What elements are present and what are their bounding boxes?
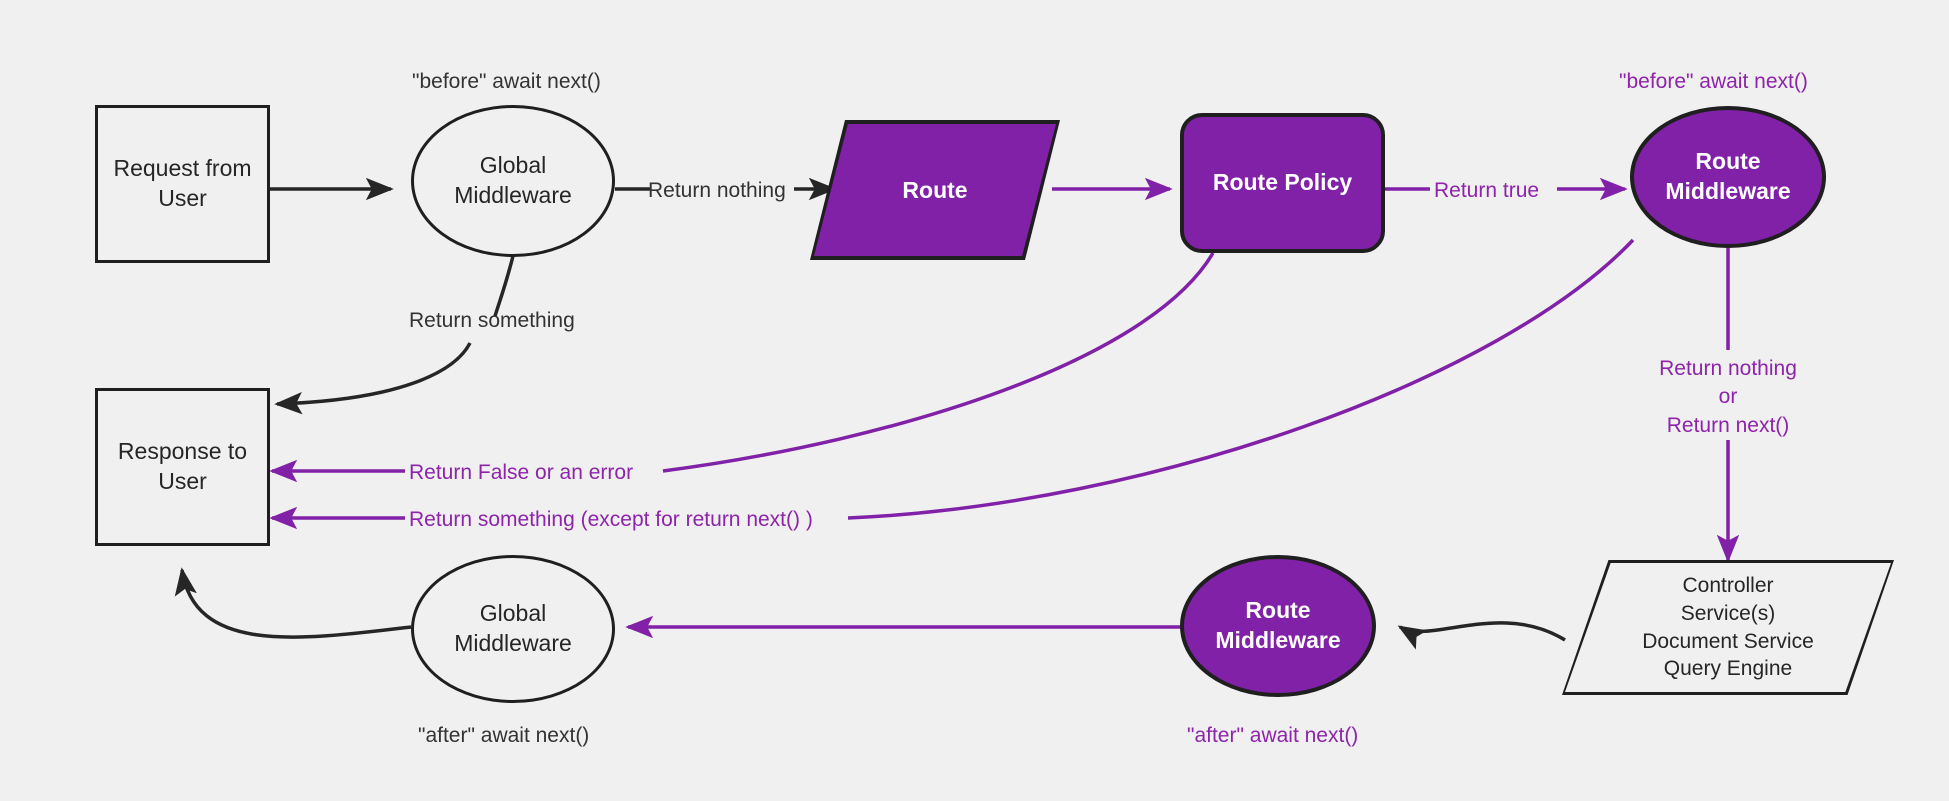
node-response-to-user-line2: User	[158, 468, 207, 494]
edge-global-middleware-return-something-lower	[274, 342, 472, 415]
edge-route-middleware-return-something-curve	[847, 238, 1635, 520]
edge-label-return-something: Return something	[409, 309, 575, 332]
annotation-after-await-next-bottom-left: "after" await next()	[418, 724, 590, 747]
edge-label-return-nothing-or-next: Return nothing or Return next()	[1643, 355, 1813, 440]
annotation-after-await-next-bottom-middle: "after" await next()	[1187, 724, 1359, 747]
node-route-text: Route	[810, 120, 1060, 260]
node-global-middleware-top-line2: Middleware	[454, 182, 572, 208]
edge-label-return-something-except: Return something (except for return next…	[409, 508, 813, 531]
node-route-policy[interactable]: Route Policy	[1180, 113, 1385, 253]
node-global-middleware-bottom-line1: Global	[479, 600, 547, 627]
node-global-middleware-bottom-line2: Middleware	[454, 630, 572, 656]
node-route-middleware-top-line2: Middleware	[1665, 178, 1791, 204]
edge-global-middleware-bottom-to-response	[174, 567, 412, 639]
node-global-middleware-top-line1: Global	[479, 152, 547, 179]
node-response-to-user[interactable]: Response to User	[95, 388, 270, 546]
node-global-middleware-top[interactable]: Global Middleware	[411, 105, 615, 257]
node-response-to-user-line1: Response to	[117, 438, 248, 465]
node-controller-services-line1: Controller	[1682, 574, 1774, 598]
node-route-label: Route	[902, 176, 968, 203]
annotation-before-await-next-top-right: "before" await next()	[1619, 70, 1808, 93]
node-global-middleware-bottom[interactable]: Global Middleware	[411, 555, 615, 703]
edge-label-return-nothing-or-next-line2: or	[1718, 385, 1738, 409]
node-controller-services-fill	[1565, 563, 1891, 692]
node-route-middleware-bottom-line2: Middleware	[1215, 627, 1341, 653]
edge-label-return-nothing-or-next-line1: Return nothing	[1659, 357, 1797, 380]
edge-route-policy-return-false-curve	[662, 252, 1215, 473]
edge-label-return-nothing-or-next-line3: Return next()	[1666, 413, 1790, 437]
node-controller-services-line3: Document Service	[1642, 629, 1814, 653]
node-controller-services[interactable]: Controller Service(s) Document Service Q…	[1562, 560, 1894, 695]
edge-label-return-true: Return true	[1434, 179, 1540, 202]
node-route-middleware-bottom-line1: Route	[1245, 597, 1311, 624]
node-request-from-user[interactable]: Request from User	[95, 105, 270, 263]
edge-label-return-nothing: Return nothing	[648, 179, 786, 202]
node-controller-services-line2: Service(s)	[1680, 601, 1776, 625]
node-controller-services-text: Controller Service(s) Document Service Q…	[1562, 560, 1894, 695]
edge-controller-to-route-middleware-bottom	[1397, 621, 1566, 650]
annotation-before-await-next-top-left: "before" await next()	[412, 70, 601, 93]
node-request-from-user-line1: Request from	[113, 155, 252, 182]
node-route-middleware-top[interactable]: Route Middleware	[1630, 106, 1826, 248]
node-route-middleware-top-line1: Route	[1695, 148, 1761, 175]
node-request-from-user-line2: User	[158, 185, 207, 211]
node-route-policy-label: Route Policy	[1212, 169, 1353, 196]
edge-label-return-false-or-error: Return False or an error	[409, 461, 634, 484]
node-route[interactable]: Route	[810, 120, 1060, 260]
node-route-fill	[814, 124, 1056, 256]
node-route-middleware-bottom[interactable]: Route Middleware	[1180, 555, 1376, 697]
node-controller-services-line4: Query Engine	[1663, 657, 1793, 681]
